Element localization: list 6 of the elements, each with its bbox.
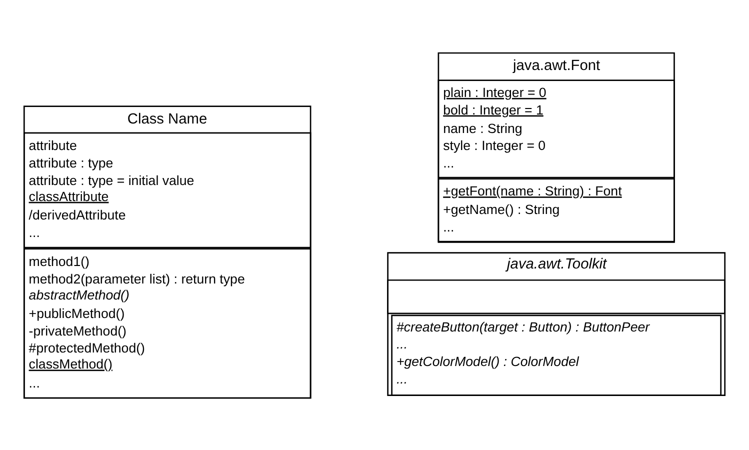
- node-box: #createButton(target : Button) : ButtonPeer ... +getColorModel() : ColorModel ...: [391, 314, 722, 396]
- node-box: plain : Integer = 0 bold : Integer = 1 name : String style : Integer = 0 ...: [438, 79, 675, 178]
- node-box: +getFont(name : String) : Font +getName() : String ...: [438, 178, 675, 242]
- node-box: attribute attribute : type attribute : type = initial value classAttribute /derivedAttribute ...: [23, 132, 312, 248]
- node-box: [387, 278, 726, 314]
- node-box: method1() method2(parameter list) : return type abstractMethod() +publicMethod() -privateMethod() #protectedMethod() classMethod() ...: [23, 248, 312, 398]
